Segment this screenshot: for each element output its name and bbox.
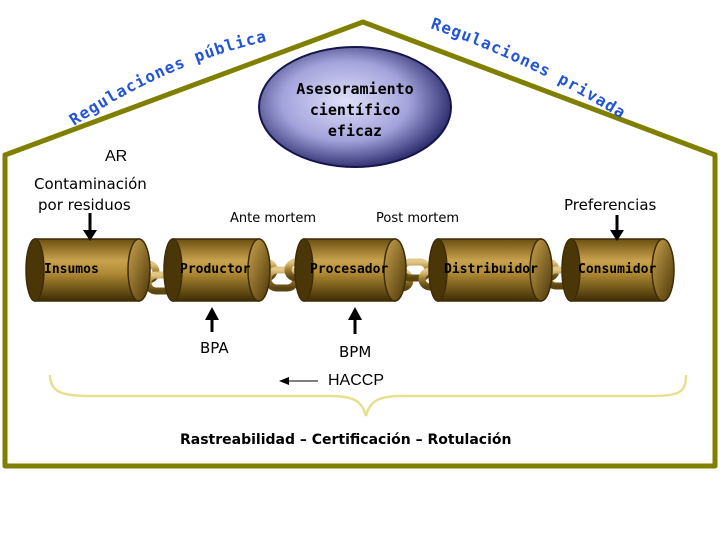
contamination-label-1: Contaminación (34, 175, 147, 193)
bpa-label: BPA (200, 339, 229, 357)
cylinder-label-procesador: Procesador (310, 262, 389, 277)
cylinder-label-productor: Productor (180, 262, 251, 277)
contamination-label-2: por residuos (38, 196, 131, 214)
cylinder-distribuidor (428, 238, 553, 302)
public-regulations-label: Regulaciones públicas (0, 0, 269, 129)
advice-line-1: Asesoramiento (296, 80, 414, 98)
arrow-bpm (348, 307, 362, 334)
arrow-haccp (279, 377, 318, 385)
advice-line-3: eficaz (327, 122, 383, 140)
cylinder-label-insumos: Insumos (44, 262, 99, 277)
cylinder-insumos (25, 238, 151, 302)
preferences-label: Preferencias (564, 196, 657, 214)
curly-brace (48, 374, 688, 417)
cylinder-label-consumidor: Consumidor (578, 262, 657, 277)
ar-label: AR (105, 148, 128, 165)
post-mortem-label: Post mortem (376, 211, 460, 226)
cylinder-label-distribuidor: Distribuidor (444, 262, 538, 277)
arrow-preferences (610, 215, 624, 241)
ante-mortem-label: Ante mortem (230, 211, 317, 226)
advice-ellipse (258, 46, 452, 168)
bpm-label: BPM (339, 343, 372, 361)
arrow-bpa (205, 307, 219, 332)
house-outline (2, 19, 718, 469)
cylinder-procesador (294, 238, 407, 302)
traceability-footer: Rastreabilidad – Certificación – Rotulac… (180, 432, 512, 448)
cylinder-productor (163, 238, 271, 302)
cylinder-consumidor (561, 238, 675, 302)
advice-line-2: científico (309, 101, 401, 119)
arrow-contamination (83, 213, 97, 241)
haccp-label: HACCP (328, 372, 385, 389)
